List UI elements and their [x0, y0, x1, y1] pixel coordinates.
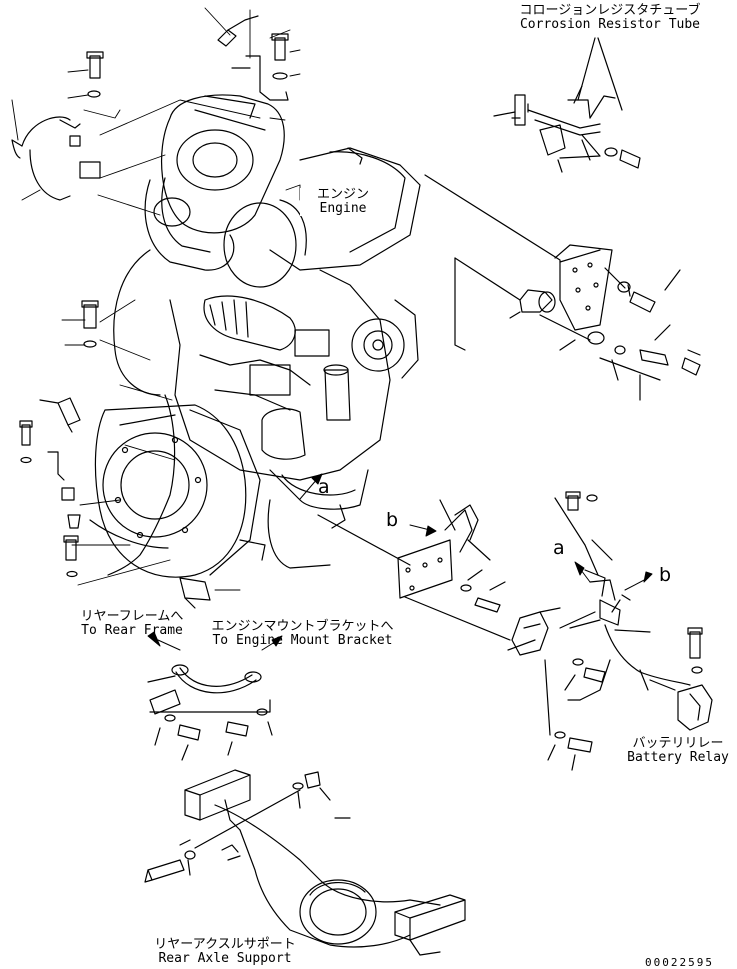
document-number: 00022595	[645, 956, 714, 969]
ground-plate-assembly	[318, 500, 510, 640]
engine-side-bracket	[425, 175, 700, 400]
view-marker-a-engine: a	[318, 476, 330, 498]
rear-frame-label: リヤーフレームへ To Rear Frame	[62, 610, 202, 638]
engine-mount-bracket-label: エンジンマウントブラケットへ To Engine Mount Bracket	[200, 620, 405, 648]
battery-relay-label: バッテリリレー Battery Relay	[622, 737, 734, 765]
engine-mount-bracket-en: To Engine Mount Bracket	[212, 633, 393, 648]
engine-jp: エンジン	[316, 187, 369, 202]
rear-frame-jp: リヤーフレームへ	[80, 609, 184, 624]
battery-relay-en: Battery Relay	[627, 750, 729, 765]
leader-lines	[12, 8, 300, 590]
top-hardware	[12, 16, 288, 200]
battery-relay-assembly	[508, 492, 712, 770]
corrosion-resistor-tube-jp: コロージョンレジスタチューブ	[519, 3, 701, 18]
view-marker-b-relay: b	[659, 564, 672, 586]
direction-arrows	[148, 474, 652, 650]
view-marker-b-plate: b	[386, 509, 399, 531]
corrosion-resistor-tube-label: コロージョンレジスタチューブ Corrosion Resistor Tube	[505, 4, 715, 32]
rear-axle-support-label: リヤーアクスルサポート Rear Axle Support	[140, 938, 310, 966]
rear-axle-support-jp: リヤーアクスルサポート	[154, 937, 296, 952]
rear-frame-en: To Rear Frame	[81, 623, 183, 638]
corrosion-resistor-tube-en: Corrosion Resistor Tube	[519, 17, 700, 32]
left-brackets	[20, 301, 98, 577]
ground-strap-assembly	[148, 665, 272, 760]
corrosion-resistor-assembly	[494, 38, 640, 172]
battery-relay-jp: バッテリリレー	[632, 736, 724, 751]
engine-en: Engine	[319, 201, 367, 216]
engine-mount-bracket-jp: エンジンマウントブラケットへ	[211, 619, 394, 634]
view-marker-a-relay: a	[553, 537, 565, 559]
rear-axle-support	[145, 770, 465, 955]
engine-assembly	[90, 95, 420, 608]
engine-label: エンジン Engine	[300, 188, 386, 216]
rear-axle-support-en: Rear Axle Support	[158, 951, 292, 966]
